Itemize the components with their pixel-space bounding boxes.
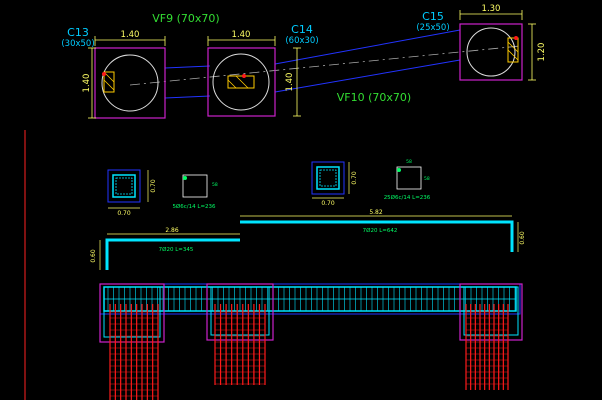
pile-cap-c14[interactable] — [207, 47, 276, 117]
bar-vf10-shape: 5.82 0.60 7Ø20 L=642 — [240, 209, 526, 252]
c14-height-dimension: 1.40 — [285, 73, 295, 92]
c15-label: C15 — [422, 10, 444, 23]
bar-vf10-hook: 0.60 — [519, 231, 526, 245]
c14-size: (60x30) — [285, 36, 318, 46]
section-b: 0.70 0.70 58 58 25Ø6c/14 L=236 — [311, 159, 431, 207]
section-b-width: 0.70 — [321, 200, 335, 207]
c15-height-dimension: 1.20 — [537, 43, 547, 62]
section-a-height: 0.70 — [150, 179, 157, 193]
section-a: 0.70 0.70 58 5Ø6c/14 L=236 — [107, 169, 218, 217]
section-b-stirrup-dim-side: 58 — [424, 176, 430, 182]
beam-vf9 — [164, 65, 211, 99]
bar-vf9-length: 2.86 — [165, 227, 179, 234]
section-a-stirrup-label: 5Ø6c/14 L=236 — [172, 203, 216, 210]
c14-label: C14 — [291, 23, 313, 36]
bar-vf9-hook: 0.60 — [90, 249, 97, 263]
c15-size: (25x50) — [416, 23, 449, 33]
beam-vf9-label: VF9 (70x70) — [152, 12, 219, 25]
c13-width-dimension: 1.40 — [121, 30, 140, 40]
beam-vf10-label: VF10 (70x70) — [337, 91, 411, 104]
plan-dimension-lines — [88, 10, 536, 119]
section-a-stirrup-dim: 58 — [212, 182, 218, 188]
bar-vf10-label: 7Ø20 L=642 — [363, 227, 398, 234]
bar-vf10-length: 5.82 — [369, 209, 383, 216]
bar-vf9-label: 7Ø20 L=345 — [159, 246, 194, 253]
axis-centerline — [129, 45, 521, 86]
bar-vf9-shape: 2.86 0.60 7Ø20 L=345 — [90, 227, 240, 270]
section-a-width: 0.70 — [117, 210, 131, 217]
plan-view: 1.40 1.40 1.30 1.40 1.40 1.20 C13 (30x50… — [61, 4, 547, 119]
section-b-stirrup-label: 25Ø6c/14 L=236 — [384, 194, 431, 201]
elevation-view — [99, 283, 523, 400]
c15-width-dimension: 1.30 — [482, 4, 501, 14]
section-b-stirrup-dim-top: 58 — [406, 159, 412, 165]
c14-width-dimension: 1.40 — [232, 30, 251, 40]
c13-height-dimension: 1.40 — [82, 74, 92, 93]
c13-size: (30x50) — [61, 39, 94, 49]
section-b-height: 0.70 — [351, 171, 358, 185]
pile-cap-c15[interactable] — [459, 23, 523, 81]
c13-label: C13 — [67, 26, 89, 39]
pile-cap-c13[interactable] — [94, 47, 166, 119]
beam-vf10 — [274, 29, 461, 93]
